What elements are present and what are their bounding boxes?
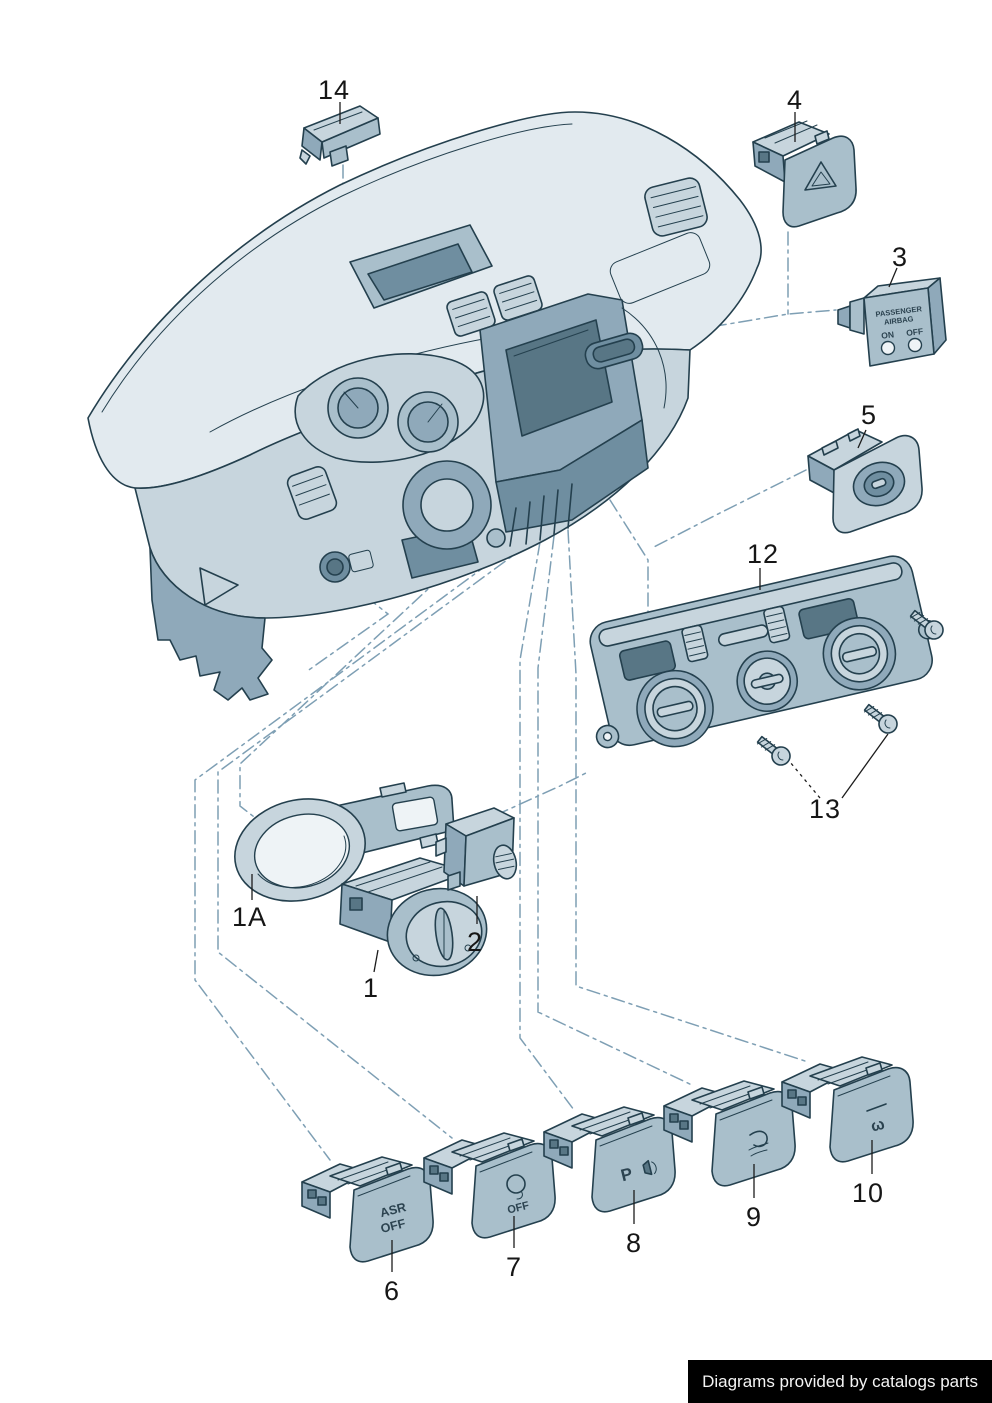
leader-line — [217, 545, 527, 1139]
park-assist-letter: P — [619, 1164, 635, 1185]
left-vent — [286, 466, 338, 520]
callout-5: 5 — [861, 400, 878, 430]
callout-1a: 1A — [232, 902, 268, 932]
part-13-screws — [756, 609, 944, 766]
monitoring-sensor-icon — [506, 1174, 526, 1200]
park-assist-sound-icon — [642, 1159, 657, 1176]
part-5-socket — [807, 428, 923, 534]
part-9-hill-hold-switch — [663, 1080, 796, 1187]
callout-9: 9 — [746, 1202, 763, 1232]
footer-credit-bar: Diagrams provided by catalogs parts — [688, 1360, 992, 1403]
oval-vent — [584, 332, 644, 370]
headlight-switch-aperture — [319, 549, 374, 583]
leader-line — [519, 541, 575, 1111]
part-7-monitoring-switch: OFF — [423, 1132, 556, 1239]
leader-line — [194, 547, 511, 1161]
instrument-cluster — [294, 353, 485, 464]
ignition-lock — [486, 528, 506, 548]
callout-1: 1 — [363, 973, 380, 1003]
callout-3: 3 — [892, 242, 909, 272]
side-vent — [644, 177, 708, 237]
airbag-on-label: ON — [881, 329, 895, 340]
leader-line — [537, 535, 695, 1087]
airbag-label-line2: AIRBAG — [883, 314, 914, 327]
part-2-dimmer-switch — [435, 807, 518, 891]
footer-credit-text: Diagrams provided by catalogs parts — [702, 1371, 978, 1391]
center-vents — [446, 275, 543, 337]
leader-line — [584, 309, 837, 349]
part-6-asr-switch: ASR OFF — [301, 1156, 434, 1263]
hazard-triangle-icon — [804, 161, 837, 191]
rotary-knob-right — [822, 616, 897, 691]
thumbwheel — [681, 624, 709, 663]
callout-ticks — [251, 102, 898, 1272]
part-3-airbag-switch: PASSENGER AIRBAG ON OFF — [837, 277, 947, 367]
dashboard-illustration — [87, 111, 762, 701]
omega-overline — [866, 1103, 887, 1112]
part-14-sensor — [299, 105, 381, 167]
leader-line — [239, 523, 499, 821]
part-12-climate-panel — [589, 555, 938, 749]
rotary-knob-center — [736, 650, 798, 712]
screw — [863, 703, 898, 734]
leader-line — [567, 529, 809, 1063]
part-4-hazard-switch — [752, 120, 857, 228]
callout-12: 12 — [747, 539, 780, 569]
part-1-headlight-switch — [339, 857, 488, 977]
airbag-on-indicator — [880, 340, 896, 356]
callout-8: 8 — [626, 1228, 643, 1258]
monitoring-off-label: OFF — [506, 1200, 531, 1217]
part-1a-bezel-ring — [234, 782, 455, 902]
screw — [909, 609, 944, 640]
hill-hold-icon — [748, 1130, 769, 1157]
callout-4: 4 — [787, 85, 804, 115]
airbag-off-indicator — [907, 337, 923, 353]
callout-2: 2 — [467, 927, 484, 957]
asr-label-line1: ASR — [379, 1200, 408, 1220]
leader-lines — [194, 164, 837, 1161]
callout-6: 6 — [384, 1276, 401, 1306]
center-stack — [479, 293, 649, 547]
leader-line — [609, 499, 649, 649]
asr-label-line2: OFF — [379, 1216, 407, 1236]
screw — [756, 735, 791, 766]
callout-7: 7 — [506, 1252, 523, 1282]
thumbwheel — [492, 844, 518, 880]
callout-10: 10 — [852, 1178, 885, 1208]
display-window-left — [618, 640, 677, 681]
callout-14: 14 — [318, 75, 351, 105]
callout-13: 13 — [809, 794, 842, 824]
leader-line — [651, 469, 807, 549]
rotary-knob-left — [636, 669, 714, 748]
part-8-park-assist-switch: P — [543, 1106, 676, 1213]
omega-glyph: ω — [869, 1116, 886, 1136]
part-10-omega-switch: ω — [781, 1056, 914, 1163]
airbag-off-label: OFF — [906, 326, 924, 338]
